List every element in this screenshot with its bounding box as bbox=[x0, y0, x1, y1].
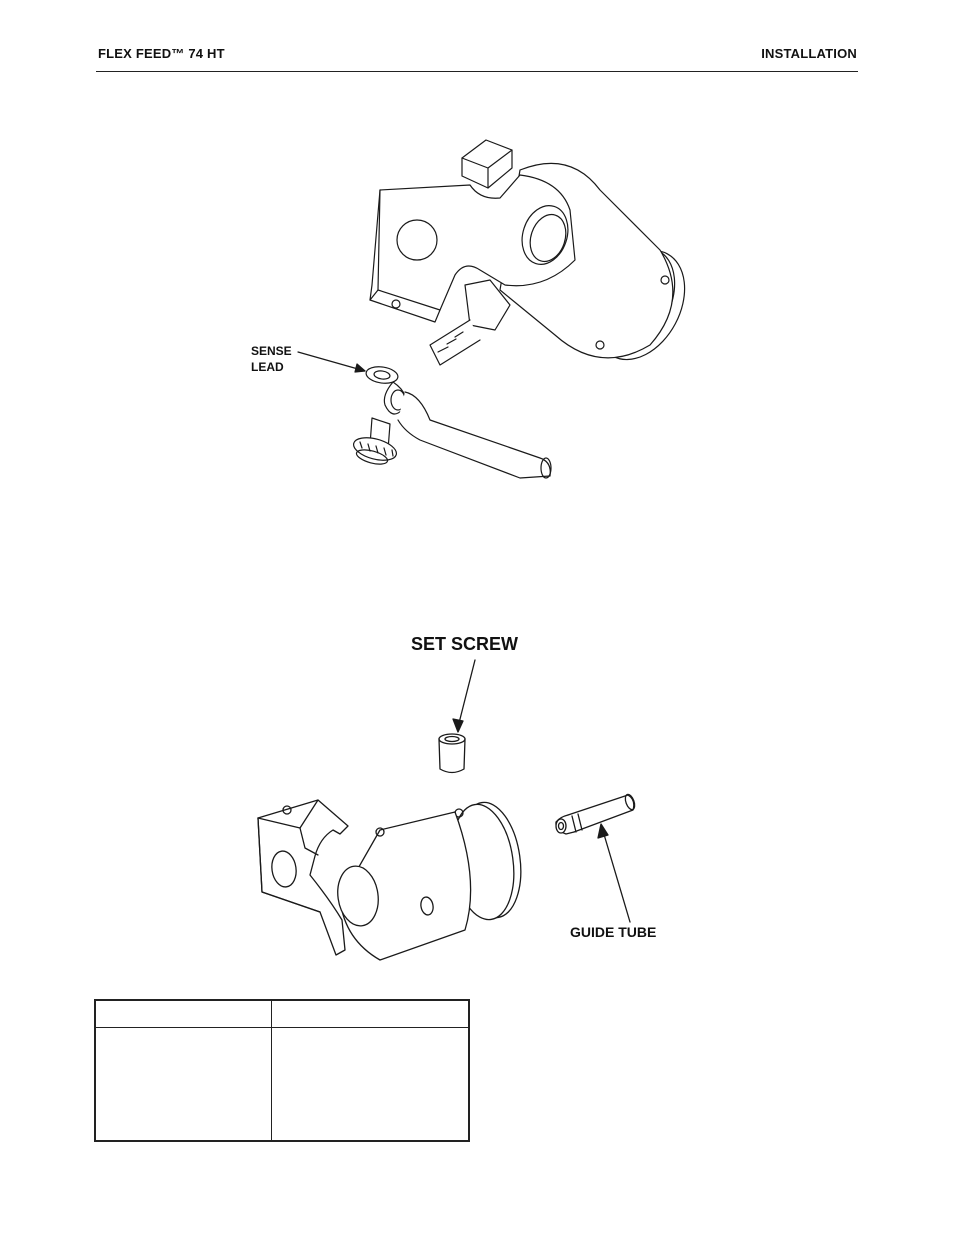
table-row bbox=[94, 1027, 470, 1142]
table-cell bbox=[271, 1027, 470, 1142]
table-header-cell bbox=[94, 999, 272, 1028]
figure-guide-tube-illustration bbox=[257, 659, 636, 961]
set-screw-label: SET SCREW bbox=[411, 634, 519, 654]
header-divider bbox=[96, 71, 858, 72]
table-header-cell bbox=[271, 999, 470, 1028]
table-header-row bbox=[94, 999, 470, 1028]
figure-sense-lead-illustration bbox=[297, 139, 686, 479]
header-product-title: FLEX FEED™ 74 HT bbox=[98, 46, 225, 61]
header-section-title: INSTALLATION bbox=[761, 46, 857, 61]
guide-tube-label: GUIDE TUBE bbox=[570, 924, 657, 940]
sense-lead-label-line2: LEAD bbox=[251, 360, 284, 374]
table-cell bbox=[94, 1027, 272, 1142]
sense-lead-label-line1: SENSE bbox=[251, 344, 292, 358]
sense-lead-label: SENSE LEAD bbox=[251, 343, 292, 375]
spec-table bbox=[94, 999, 470, 1142]
